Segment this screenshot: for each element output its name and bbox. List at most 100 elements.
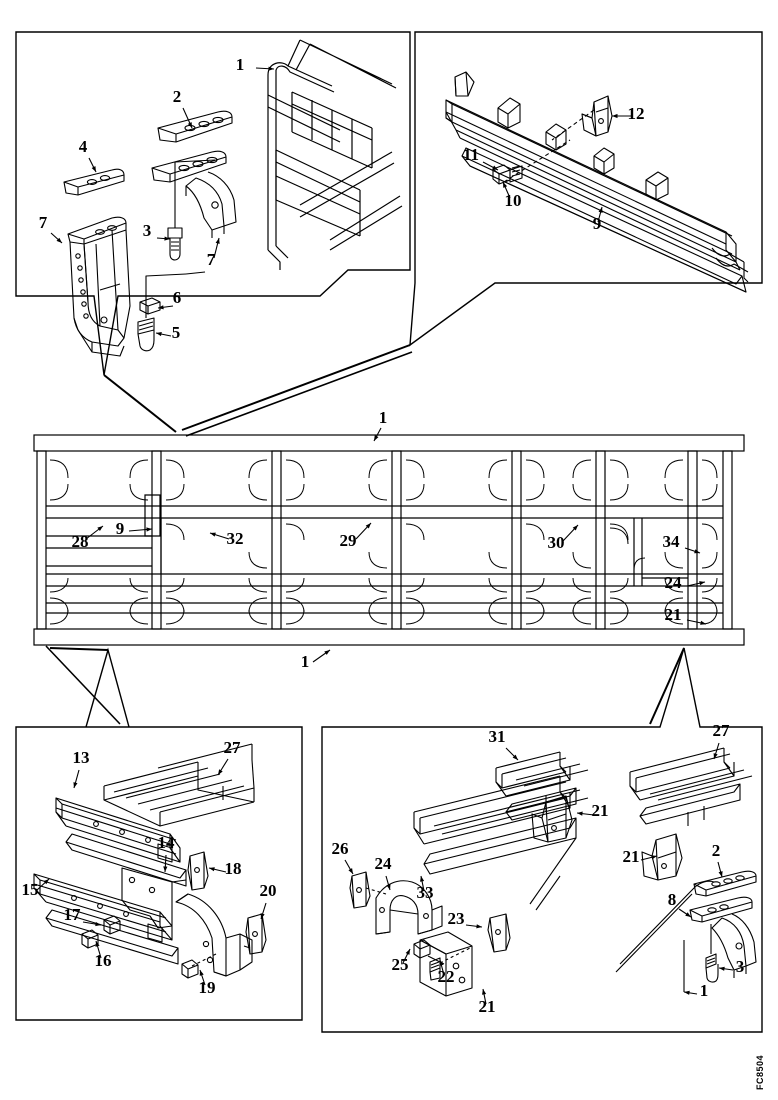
callout-number: 1: [379, 408, 388, 427]
callout-number: 12: [628, 104, 645, 123]
callout-arrowhead: [91, 166, 96, 172]
callout-21: 21: [623, 847, 658, 866]
callout-24: 24: [375, 854, 393, 891]
figure-code-text: FC8504: [755, 1055, 765, 1090]
callout-number: 9: [116, 519, 125, 538]
callout-21: 21: [665, 605, 707, 625]
callout-number: 21: [479, 997, 496, 1016]
callout-arrowhead: [685, 912, 691, 917]
callout-10: 10: [502, 181, 522, 210]
callout-19: 19: [199, 969, 216, 997]
callout-26: 26: [332, 839, 354, 875]
callout-27: 27: [217, 738, 242, 776]
callout-number: 23: [448, 909, 465, 928]
callout-number: 7: [39, 213, 48, 232]
panel-border-bottom-right: [321, 647, 763, 1033]
callout-3: 3: [143, 221, 171, 241]
callout-32: 32: [209, 529, 244, 548]
callout-1: 1: [236, 55, 275, 74]
callout-arrowhead: [260, 913, 265, 919]
callout-arrowhead: [73, 782, 78, 788]
callout-arrowhead: [158, 305, 164, 310]
callout-1: 1: [373, 408, 388, 442]
callout-arrowhead: [420, 876, 425, 882]
callout-arrowhead: [365, 523, 371, 529]
callout-number: 20: [260, 881, 277, 900]
callout-arrowhead: [439, 960, 444, 966]
bottom-right-panel-artwork: [349, 747, 757, 997]
main-frame-artwork: [33, 434, 745, 646]
callout-arrowhead: [386, 884, 391, 890]
callout-arrowhead: [97, 526, 103, 532]
callout-arrowhead: [268, 66, 274, 71]
callout-arrowhead: [572, 525, 578, 531]
callout-arrowhead: [503, 182, 508, 188]
callout-13: 13: [73, 748, 90, 789]
callout-21: 21: [479, 988, 496, 1016]
callout-number: 3: [143, 221, 152, 240]
callout-number: 10: [505, 191, 522, 210]
callout-31: 31: [489, 727, 519, 761]
callout-number: 27: [224, 738, 242, 757]
callout-number: 24: [375, 854, 393, 873]
callout-1: 1: [683, 981, 709, 1000]
callout-number: 14: [158, 833, 176, 852]
callout-number: 19: [199, 978, 216, 997]
callout-number: 22: [438, 967, 455, 986]
callout-arrowhead: [577, 811, 583, 816]
callout-number: 5: [172, 323, 181, 342]
callout-number: 18: [225, 859, 242, 878]
callout-arrowhead: [209, 867, 215, 872]
callout-number: 13: [73, 748, 90, 767]
callout-arrowhead: [718, 871, 723, 877]
callout-number: 1: [236, 55, 245, 74]
callout-arrowhead: [476, 924, 482, 929]
callout-34: 34: [663, 532, 701, 554]
callout-arrowhead: [374, 435, 379, 441]
callout-number: 17: [64, 905, 82, 924]
callout-number: 34: [663, 532, 681, 551]
callout-33: 33: [417, 875, 434, 902]
callout-number: 15: [22, 880, 39, 899]
callout-7: 7: [207, 237, 220, 269]
callout-arrowhead: [719, 966, 725, 971]
callout-number: 24: [665, 573, 683, 592]
callout-number: 21: [592, 801, 609, 820]
callout-number: 7: [207, 250, 216, 269]
callout-arrowhead: [651, 855, 657, 860]
callout-arrowhead: [146, 527, 152, 532]
panel-border-top-right: [409, 31, 763, 347]
callout-arrowhead: [699, 581, 705, 586]
callout-number: 16: [95, 951, 112, 970]
callout-arrowhead: [187, 122, 192, 128]
callout-16: 16: [95, 940, 112, 970]
callout-9: 9: [116, 519, 153, 538]
callout-6: 6: [157, 288, 181, 310]
callout-arrowhead: [324, 650, 330, 655]
callout-2: 2: [173, 87, 193, 129]
callout-number: 21: [623, 847, 640, 866]
callout-arrowhead: [492, 165, 498, 170]
callout-arrowhead: [598, 207, 603, 213]
callout-5: 5: [155, 323, 181, 342]
callout-21: 21: [576, 801, 609, 820]
callout-arrowhead: [612, 113, 618, 119]
callout-number: 1: [700, 981, 709, 1000]
callout-arrowhead: [164, 236, 170, 241]
callout-1: 1: [301, 649, 331, 671]
callout-2: 2: [712, 841, 723, 878]
callout-number: 9: [593, 214, 602, 233]
callout-arrowhead: [713, 753, 718, 759]
callout-arrowhead: [482, 989, 487, 995]
figure-code: FC8504: [755, 1055, 765, 1090]
callout-8: 8: [668, 890, 692, 918]
callout-number: 29: [340, 531, 357, 550]
bottom-left-panel-artwork: [33, 743, 267, 979]
callout-7: 7: [39, 213, 63, 244]
callout-number: 4: [79, 137, 88, 156]
callout-11: 11: [463, 145, 499, 171]
callout-15: 15: [22, 878, 50, 899]
callout-24: 24: [665, 573, 706, 592]
